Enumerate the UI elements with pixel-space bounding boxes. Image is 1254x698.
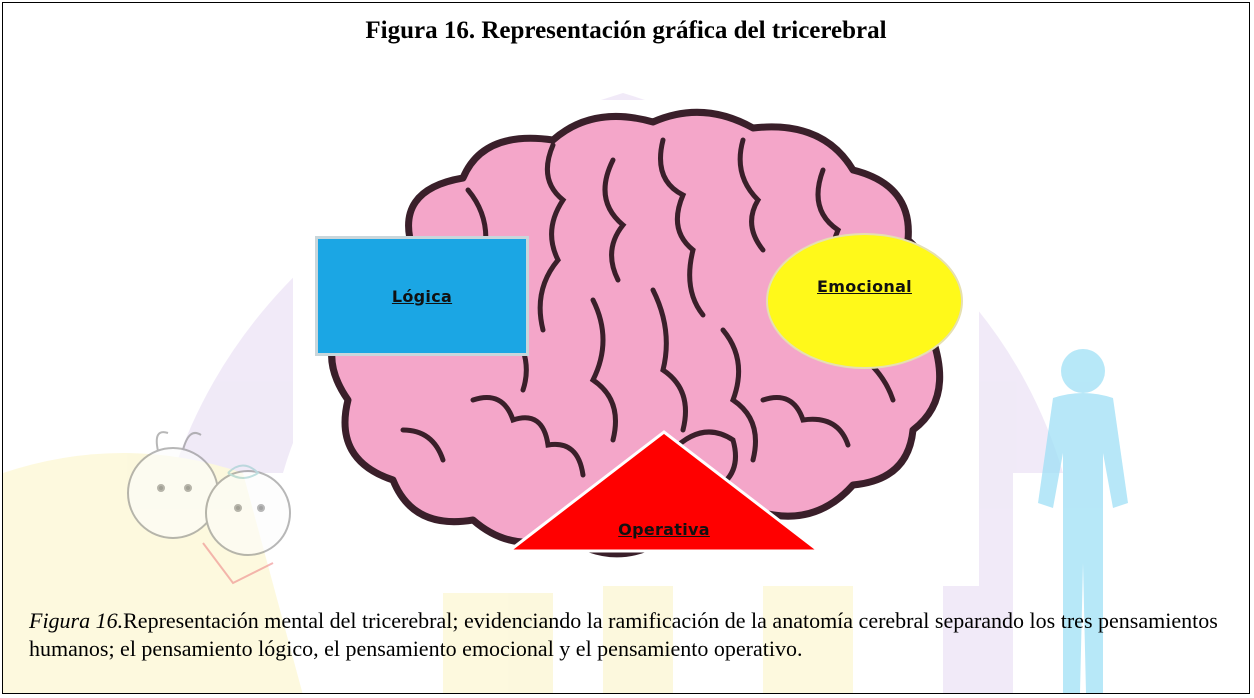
operative-triangle — [504, 430, 824, 553]
operative-thinking-triangle: Operativa — [509, 507, 819, 551]
tricerebral-figure: Lógica Emocional Operativa — [293, 100, 979, 586]
figure-title: Figura 16. Representación gráfica del tr… — [365, 17, 887, 44]
figure-caption: Figura 16.Representación mental del tric… — [29, 607, 1219, 663]
person-silhouette-icon — [1038, 349, 1128, 693]
caption-label: Figura 16. — [29, 608, 124, 633]
logical-thinking-box: Lógica — [315, 236, 529, 356]
operative-label: Operativa — [618, 519, 710, 539]
emotional-thinking-ellipse: Emocional — [766, 233, 963, 369]
caption-text: Representación mental del tricerebral; e… — [29, 608, 1218, 661]
brain-icon — [328, 108, 944, 558]
children-watermark-icon — [127, 431, 291, 585]
emotional-label: Emocional — [817, 277, 912, 296]
logical-label: Lógica — [391, 286, 453, 306]
